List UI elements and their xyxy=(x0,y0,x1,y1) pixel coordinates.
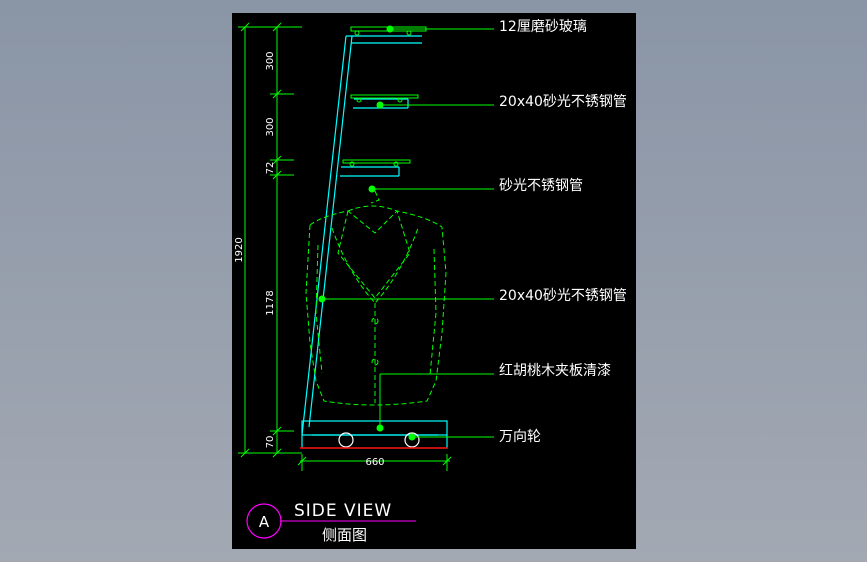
jacket-outline xyxy=(305,190,447,406)
section-marker-letter: A xyxy=(259,513,270,531)
leader-lines xyxy=(322,28,494,438)
drawing-sheet: 1920 300 300 72 1178 70 660 xyxy=(232,13,636,549)
dim-seg-main: 1178 xyxy=(265,290,276,315)
label-caster: 万向轮 xyxy=(499,429,541,445)
dim-total-height: 1920 xyxy=(234,237,245,262)
dim-seg-small: 72 xyxy=(265,162,276,175)
label-frosted-glass: 12厘磨砂玻璃 xyxy=(499,18,587,35)
dim-seg-top: 300 xyxy=(265,51,276,70)
caster-wheels xyxy=(338,432,420,448)
dimension-lines xyxy=(238,22,452,471)
title-english: SIDE VIEW xyxy=(294,501,392,521)
label-steel-tube-20x40-upper: 20x40砂光不锈钢管 xyxy=(499,94,627,110)
dim-seg-base: 70 xyxy=(265,436,276,449)
side-view-drawing: 1920 300 300 72 1178 70 660 xyxy=(234,18,627,544)
title-chinese: 侧面图 xyxy=(322,526,367,544)
dim-width: 660 xyxy=(365,457,384,468)
dim-seg-second: 300 xyxy=(265,117,276,136)
leader-dots xyxy=(318,25,416,441)
label-walnut-plywood: 红胡桃木夹板清漆 xyxy=(499,363,611,379)
label-steel-tube: 砂光不锈钢管 xyxy=(499,178,583,194)
glass-shelves xyxy=(342,26,427,167)
label-steel-tube-20x40-lower: 20x40砂光不锈钢管 xyxy=(499,288,627,304)
